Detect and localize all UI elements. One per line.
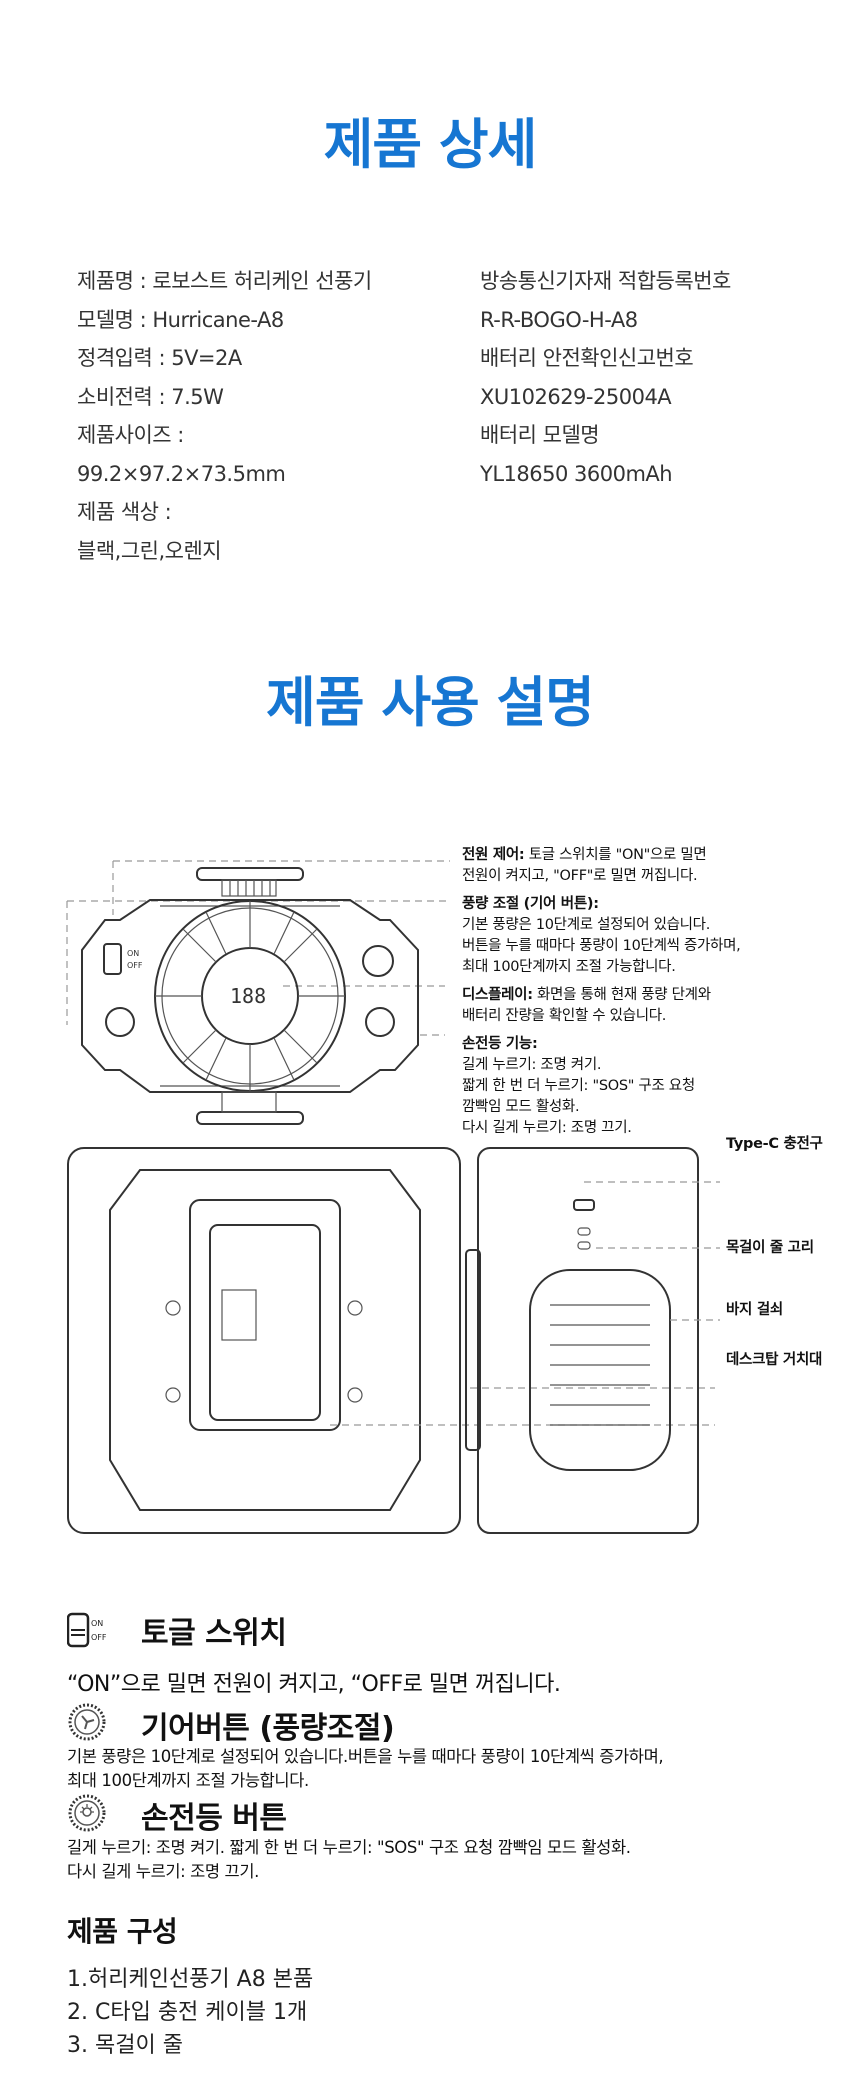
product-detail-title: 제품 상세 bbox=[323, 113, 538, 176]
feature-text-gear: 기본 풍량은 10단계로 설정되어 있습니다.버튼을 누를 때마다 풍량이 10… bbox=[67, 1747, 664, 1790]
spec-line: 정격입력 : 5V=2A bbox=[77, 346, 242, 370]
spec-line: R-R-BOGO-H-A8 bbox=[480, 307, 638, 332]
label-desk-stand: 데스크탑 거치대 bbox=[726, 1352, 823, 1368]
fan-gear-icon bbox=[67, 1702, 107, 1746]
spec-line: 배터리 안전확인신고번호 bbox=[480, 346, 694, 370]
spec-line: XU102629-25004A bbox=[480, 384, 672, 409]
spec-line: 블랙,그린,오렌지 bbox=[77, 538, 222, 563]
label-lanyard-hook: 목걸이 줄 고리 bbox=[726, 1240, 814, 1256]
svg-text:ON: ON bbox=[91, 1619, 103, 1628]
display-readout: 188 bbox=[230, 984, 266, 1008]
spec-line: 방송통신기자재 적합등록번호 bbox=[480, 269, 731, 293]
feature-title-flashlight: 손전등 버튼 bbox=[141, 1801, 287, 1836]
toggle-switch bbox=[103, 943, 122, 975]
flashlight-icon bbox=[67, 1793, 107, 1837]
svg-text:OFF: OFF bbox=[91, 1633, 107, 1642]
spec-line: YL18650 3600mAh bbox=[480, 461, 673, 486]
label-pants-clip: 바지 걸쇠 bbox=[726, 1302, 783, 1318]
toggle-switch-icon: ON OFF bbox=[66, 1612, 111, 1648]
spec-left-column: 제품명 : 로보스트 허리케인 선풍기 모델명 : Hurricane-A8 정… bbox=[77, 262, 372, 570]
components-list: 1.허리케인선풍기 A8 본품 2. C타입 충전 케이블 1개 3. 목걸이 … bbox=[67, 1963, 313, 2062]
switch-off-label: OFF bbox=[127, 961, 143, 970]
components-title: 제품 구성 bbox=[67, 1915, 178, 1948]
spec-right-column: 방송통신기자재 적합등록번호 R-R-BOGO-H-A8 배터리 안전확인신고번… bbox=[480, 262, 731, 493]
clip-top bbox=[196, 867, 304, 881]
spec-line: 모델명 : Hurricane-A8 bbox=[77, 307, 284, 332]
spec-line: 제품사이즈 : bbox=[77, 423, 184, 447]
device-front-side-diagram bbox=[67, 1147, 720, 1534]
feature-text-flashlight: 길게 누르기: 조명 켜기. 짧게 한 번 더 누르기: "SOS" 구조 요청… bbox=[67, 1838, 631, 1881]
device-top-view-diagram: 188 ON OFF bbox=[66, 860, 450, 1125]
lanyard-ring bbox=[362, 945, 394, 977]
list-item: 1.허리케인선풍기 A8 본품 bbox=[67, 1967, 314, 1992]
device-body bbox=[81, 899, 419, 1093]
spec-line: 소비전력 : 7.5W bbox=[77, 384, 224, 409]
front-view bbox=[67, 1147, 461, 1534]
pants-clip bbox=[529, 1269, 671, 1471]
switch-on-label: ON bbox=[127, 949, 139, 958]
annotation-gear: 풍량 조절 (기어 버튼):기본 풍량은 10단계로 설정되어 있습니다.버튼을… bbox=[462, 896, 741, 975]
list-item: 3. 목걸이 줄 bbox=[67, 2033, 183, 2058]
list-item: 2. C타입 충전 케이블 1개 bbox=[67, 2000, 308, 2025]
flashlight-button bbox=[365, 1007, 395, 1037]
feature-text-toggle: “ON”으로 밀면 전원이 켜지고, “OFF로 밀면 꺼집니다. bbox=[67, 1672, 561, 1697]
spec-line: 제품명 : 로보스트 허리케인 선풍기 bbox=[77, 269, 372, 293]
annotation-flashlight: 손전등 기능:길게 누르기: 조명 켜기.짧게 한 번 더 누르기: "SOS"… bbox=[462, 1036, 695, 1136]
usb-c-port bbox=[573, 1199, 595, 1211]
feature-title-gear: 기어버튼 (풍량조절) bbox=[141, 1711, 395, 1746]
label-type-c: Type-C 충전구 bbox=[726, 1136, 823, 1152]
spec-line: 99.2×97.2×73.5mm bbox=[77, 461, 286, 486]
side-view bbox=[477, 1147, 699, 1534]
spec-line: 제품 색상 : bbox=[77, 500, 172, 524]
gear-button bbox=[105, 1007, 135, 1037]
feature-title-toggle: 토글 스위치 bbox=[141, 1616, 287, 1651]
usage-title: 제품 사용 설명 bbox=[266, 671, 595, 734]
spec-line: 배터리 모델명 bbox=[480, 423, 600, 447]
